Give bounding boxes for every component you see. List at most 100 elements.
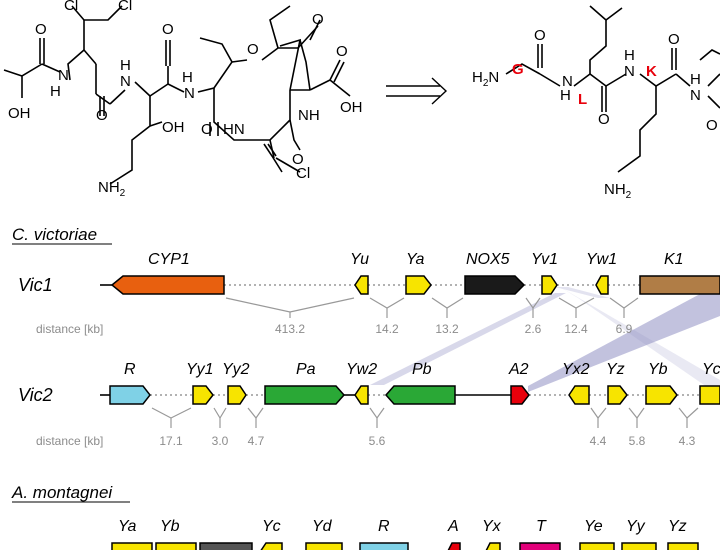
gene-yu: Yu (350, 251, 369, 295)
gene-cyp1: CYP1 (110, 251, 225, 295)
nh-h-label: H (50, 83, 61, 100)
oxygen-label: O (668, 31, 680, 48)
gene-ya: Ya (405, 251, 432, 295)
gene-label: Yd (312, 518, 333, 535)
ketone-oxygen-label: O (312, 11, 324, 28)
gene-label: Yy (626, 518, 646, 535)
distance-value: 4.3 (679, 434, 696, 448)
nh-h-label: H (182, 69, 193, 86)
chlorine-label-1: Cl (64, 0, 78, 14)
right-molecule-text: H2N O H N O H N O H N O NH2 G L K (472, 27, 718, 201)
gene-label: CYP1 (148, 251, 190, 268)
gene-k1: K1 (639, 251, 720, 295)
gene-label: Ya (406, 251, 424, 268)
gene-label: Yz (668, 518, 687, 535)
cluster-label-vic1: Vic1 (18, 275, 53, 295)
gene-label: Pa (296, 361, 316, 378)
distance-axis-label: distance [kb] (36, 322, 103, 336)
distance-value: 17.1 (159, 434, 183, 448)
gene-nox5: NOX5 (464, 251, 526, 295)
hydroxyl-label: OH (162, 119, 185, 136)
distance-value: 4.7 (248, 434, 265, 448)
residue-label-g: G (512, 61, 524, 78)
distance-value: 5.6 (369, 434, 386, 448)
gene-label: Yz (606, 361, 625, 378)
vic1-genes: CYP1 Yu Ya NOX5 Yv1 Yw1 K1 (110, 251, 720, 295)
hydroxyl-label: OH (8, 105, 31, 122)
distance-value: 2.6 (525, 322, 542, 336)
right-molecule-bonds (505, 5, 720, 173)
gene-label: Yv1 (531, 251, 558, 268)
section-title-victoriae: C. victoriae (12, 225, 97, 244)
chlorine-label-3: Cl (296, 165, 310, 182)
oxygen-label: O (96, 107, 108, 124)
gene-ya-am (111, 542, 153, 550)
gene-r: R (109, 361, 151, 405)
gene-label: Yb (160, 518, 180, 535)
gene-label: Pb (412, 361, 432, 378)
gene-yz-am (667, 542, 699, 550)
gene-yb: Yb (645, 361, 678, 405)
ring-nh-label: NH (298, 107, 320, 124)
gene-yy-am (621, 542, 657, 550)
nh-h-label: H (690, 71, 701, 88)
gene-label: Ye (584, 518, 603, 535)
chlorine-label-2: Cl (118, 0, 132, 14)
nitrogen-label: N (624, 63, 635, 80)
gene-yv1: Yv1 (531, 251, 558, 295)
left-molecule-bonds (3, 5, 351, 185)
residue-label-k: K (646, 63, 657, 80)
gene-yy1: Yy1 (186, 361, 214, 405)
nh-h-label: H (624, 47, 635, 64)
gene-ye-am (579, 542, 615, 550)
gene-label: Yc (702, 361, 720, 378)
gene-yw2: Yw2 (346, 361, 377, 405)
gene-a2: A2 (508, 361, 530, 405)
gene-pa: Pa (264, 361, 346, 405)
gene-label: R (124, 361, 136, 378)
distance-axis-label: distance [kb] (36, 434, 103, 448)
distance-value: 12.4 (564, 322, 588, 336)
amine-label: NH2 (98, 179, 126, 199)
gene-label: Yc (262, 518, 281, 535)
vic2-distances: distance [kb] 17.1 3.0 4.7 5.6 4.4 5.8 4… (36, 407, 699, 448)
distance-value: 4.4 (590, 434, 607, 448)
gene-label: NOX5 (466, 251, 510, 268)
gene-label: Yu (350, 251, 369, 268)
vic1-distances: distance [kb] 413.2 14.2 13.2 2.6 12.4 6… (36, 297, 639, 336)
distance-value: 14.2 (375, 322, 399, 336)
nitrogen-label: N (120, 73, 131, 90)
gene-label: Yw2 (346, 361, 377, 378)
distance-value: 5.8 (629, 434, 646, 448)
nh-h-label: H (120, 57, 131, 74)
gene-label: A2 (508, 361, 529, 378)
ring-hn-label: HN (223, 121, 245, 138)
oxygen-label: O (534, 27, 546, 44)
gene-label: Yw1 (586, 251, 617, 268)
gene-t-am (519, 542, 561, 550)
distance-value: 13.2 (435, 322, 459, 336)
nitrogen-label: N (184, 85, 195, 102)
retro-arrow (386, 77, 448, 105)
gene-label: R (378, 518, 390, 535)
homology-links (370, 287, 720, 396)
gene-label: Ya (118, 518, 136, 535)
gene-label: Yx (482, 518, 502, 535)
gene-unnamed-am (199, 542, 253, 550)
acid-oxygen-label: O (336, 43, 348, 60)
gene-yc: Yc (699, 361, 720, 405)
distance-value: 413.2 (275, 322, 305, 336)
vic2-genes: R Yy1 Yy2 Pa Yw2 Pb A2 Yx2 (109, 361, 720, 405)
gene-yx2: Yx2 (562, 361, 590, 405)
residue-label-l: L (578, 91, 587, 108)
amine-label: H2N (472, 69, 499, 89)
gene-label: Yy1 (186, 361, 214, 378)
nh-h-label: H (560, 87, 571, 104)
gene-pb: Pb (384, 361, 456, 405)
oxygen-label: O (598, 111, 610, 128)
gene-yx-am (485, 542, 501, 550)
oxygen-label: O (162, 21, 174, 38)
distance-value: 6.9 (616, 322, 633, 336)
section-title-montagnei: A. montagnei (11, 483, 113, 502)
